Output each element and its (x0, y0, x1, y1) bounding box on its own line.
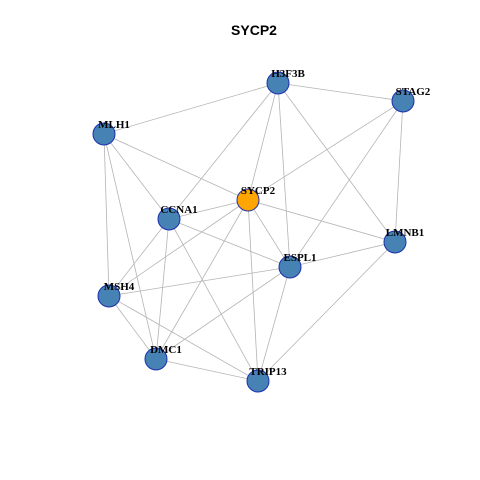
edges-layer (103, 82, 404, 382)
node-ccna1 (157, 207, 181, 231)
edge-h3f3b-ccna1 (168, 82, 279, 220)
edge-msh4-dmc1 (108, 295, 157, 360)
node-msh4 (97, 284, 121, 308)
edge-sycp2-ccna1 (168, 199, 249, 220)
edge-h3f3b-mlh1 (103, 82, 279, 135)
edge-lmnb1-trip13 (257, 241, 396, 382)
edge-sycp2-lmnb1 (247, 199, 396, 243)
edge-ccna1-trip13 (168, 218, 259, 382)
node-sycp2 (236, 188, 260, 212)
node-label-msh4: MSH4 (104, 281, 135, 293)
node-label-espl1: ESPL1 (283, 252, 316, 264)
edge-msh4-trip13 (108, 295, 259, 382)
edge-mlh1-sycp2 (103, 133, 249, 201)
node-lmnb1 (383, 230, 407, 254)
node-label-dmc1: DMC1 (150, 344, 182, 356)
edge-h3f3b-lmnb1 (277, 82, 396, 243)
edge-ccna1-espl1 (168, 218, 291, 268)
edge-h3f3b-sycp2 (247, 82, 279, 201)
nodes-layer (92, 71, 415, 393)
diagram-title: SYCP2 (231, 22, 277, 38)
node-trip13 (246, 369, 270, 393)
node-label-mlh1: MLH1 (98, 119, 130, 131)
edge-stag2-espl1 (289, 100, 404, 268)
node-label-h3f3b: H3F3B (271, 68, 305, 80)
edge-mlh1-msh4 (103, 133, 110, 297)
node-h3f3b (266, 71, 290, 95)
edge-h3f3b-espl1 (277, 82, 291, 268)
node-label-sycp2: SYCP2 (241, 185, 276, 197)
edge-mlh1-dmc1 (103, 133, 157, 360)
edge-stag2-sycp2 (247, 100, 404, 201)
node-label-stag2: STAG2 (396, 86, 431, 98)
edge-sycp2-trip13 (247, 199, 259, 382)
edge-mlh1-ccna1 (103, 133, 170, 220)
edge-sycp2-msh4 (108, 199, 249, 297)
node-mlh1 (92, 122, 116, 146)
labels-layer: H3F3B STAG2MLH1SYCP2CCNA1LMNB1ESPL1MSH4DM… (98, 68, 431, 378)
edge-h3f3b-stag2 (277, 82, 404, 102)
edge-espl1-trip13 (257, 266, 291, 382)
node-label-ccna1: CCNA1 (160, 204, 197, 216)
node-espl1 (278, 255, 302, 279)
edge-espl1-dmc1 (155, 266, 291, 360)
edge-ccna1-dmc1 (155, 218, 170, 360)
edge-stag2-lmnb1 (394, 100, 404, 243)
node-stag2 (391, 89, 415, 113)
edge-espl1-lmnb1 (289, 241, 396, 268)
node-label-trip13: TRIP13 (249, 366, 287, 378)
node-label-lmnb1: LMNB1 (386, 227, 425, 239)
edge-espl1-msh4 (108, 266, 291, 297)
edge-dmc1-trip13 (155, 358, 259, 382)
edge-ccna1-msh4 (108, 218, 170, 297)
edge-sycp2-espl1 (247, 199, 291, 268)
node-dmc1 (144, 347, 168, 371)
